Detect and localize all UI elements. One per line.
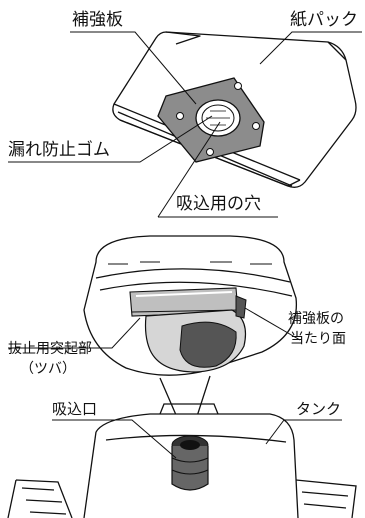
- leader-lines-upper: [8, 31, 362, 218]
- label-paper-pack: 紙パック: [290, 10, 358, 30]
- magnified-view: [83, 235, 298, 376]
- label-tank: タンク: [296, 400, 342, 418]
- suction-port-shape: [171, 435, 209, 491]
- label-flange-line1: 抜止用突起部: [8, 341, 92, 357]
- label-plate-contact-line1: 補強板の: [288, 311, 344, 327]
- label-suction-hole: 吸込用の穴: [176, 194, 261, 214]
- label-leak-stop-rubber: 漏れ防止ゴム: [8, 140, 110, 160]
- label-plate-contact-line2: 当たり面: [290, 331, 346, 347]
- reinforcement-plate-shape: [157, 77, 265, 163]
- leader-lines-lower: [52, 419, 342, 459]
- leader-lines-middle: [8, 307, 301, 349]
- label-suction-port: 吸込口: [52, 400, 98, 418]
- label-reinforcement-plate: 補強板: [72, 10, 123, 30]
- label-flange-line2: （ツバ）: [20, 361, 76, 377]
